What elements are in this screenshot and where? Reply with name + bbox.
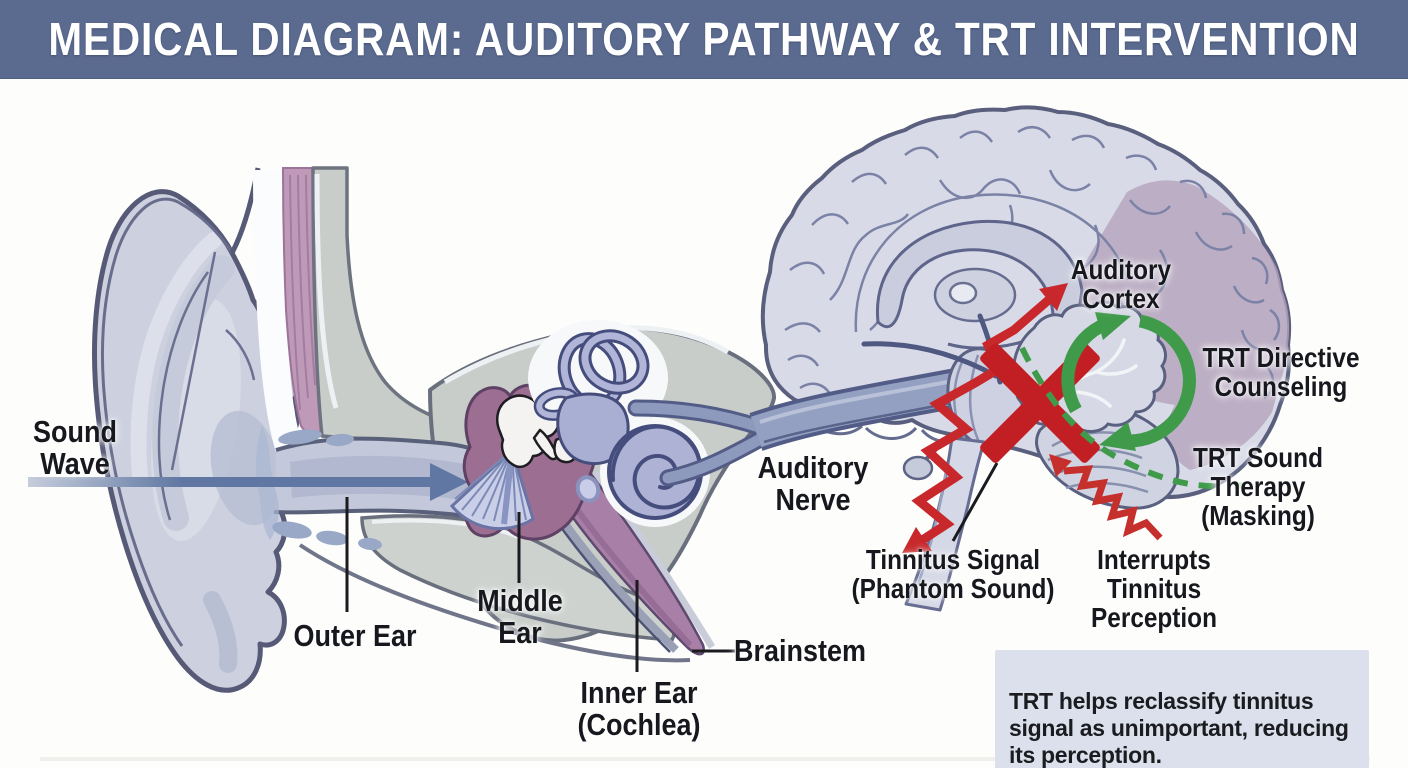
tinnitus-signal-zigzag-arrow bbox=[902, 283, 1068, 553]
middle-inner-ear-illustration bbox=[449, 320, 715, 656]
trt-note-box: TRT helps reclassify tinnitus signal as … bbox=[995, 650, 1369, 768]
auditory-cortex-region bbox=[1046, 180, 1290, 470]
trt-sound-therapy-dashed-arrow bbox=[1019, 346, 1247, 490]
trt-counseling-cycle-arrow bbox=[1061, 312, 1196, 451]
label-brainstem: Brainstem bbox=[734, 633, 866, 668]
page-title: MEDICAL DIAGRAM: AUDITORY PATHWAY & TRT … bbox=[48, 13, 1360, 65]
interrupts-zigzag-arrow bbox=[1049, 454, 1163, 541]
label-tinnitus-signal: Tinnitus Signal(Phantom Sound) bbox=[851, 544, 1055, 605]
tinnitus-signal-pointer-line bbox=[951, 462, 999, 542]
label-outer-ear: Outer Ear bbox=[293, 618, 417, 653]
trt-note-text: TRT helps reclassify tinnitus signal as … bbox=[1009, 688, 1349, 768]
title-bar: MEDICAL DIAGRAM: AUDITORY PATHWAY & TRT … bbox=[0, 0, 1408, 79]
label-inner-ear: Inner Ear(Cochlea) bbox=[577, 675, 701, 743]
sound-wave-arrow bbox=[28, 463, 468, 501]
brain-illustration bbox=[760, 105, 1292, 500]
